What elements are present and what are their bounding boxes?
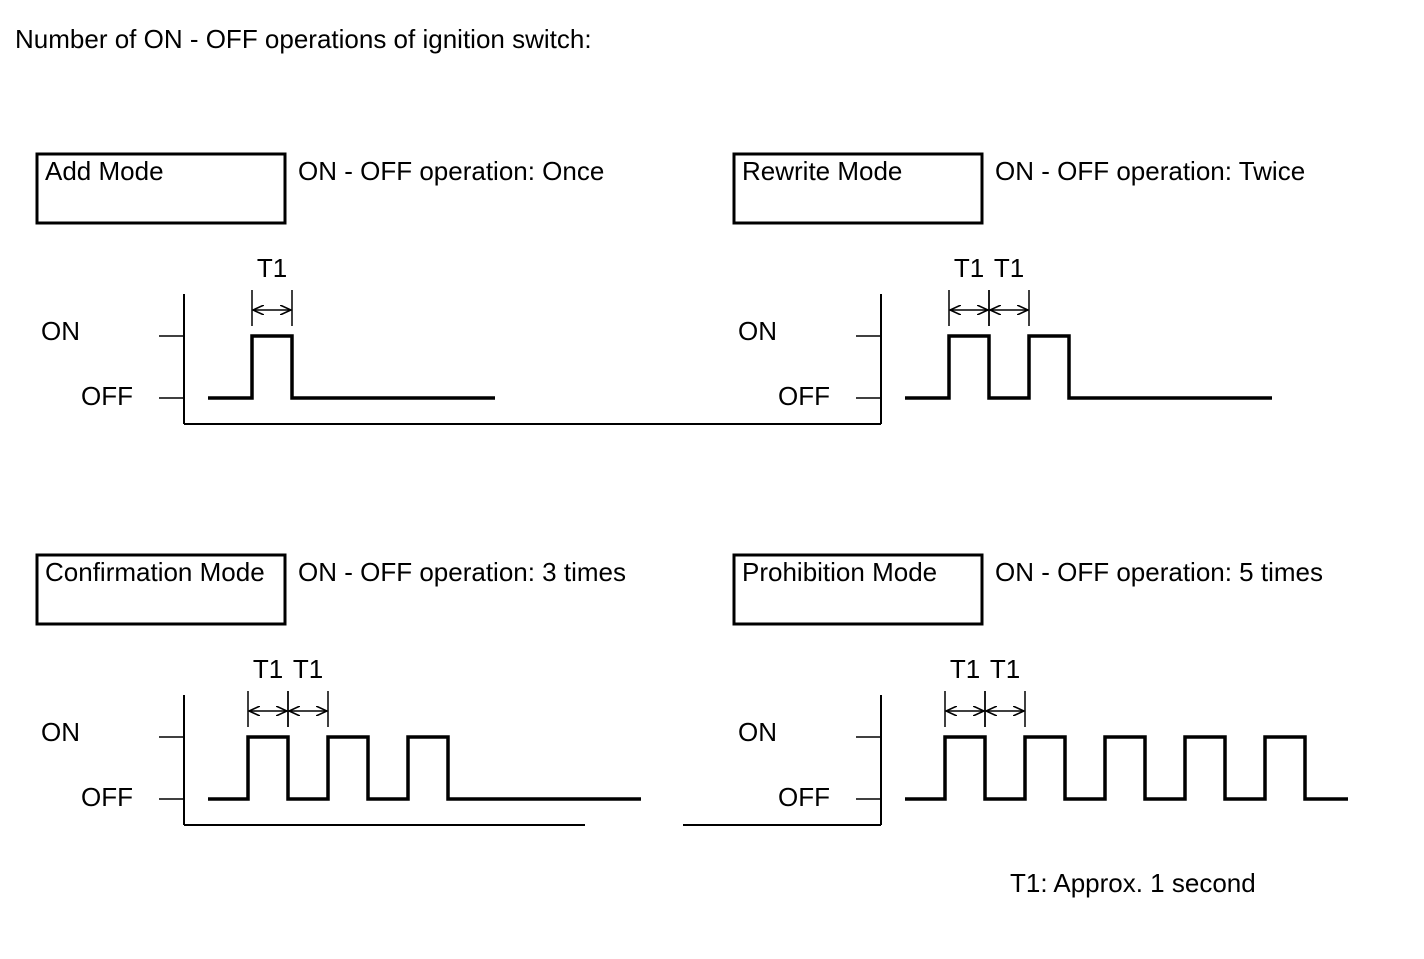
rewrite-mode-label: Rewrite Mode (742, 156, 902, 186)
on-label: ON (738, 717, 777, 747)
add-mode-label: Add Mode (45, 156, 164, 186)
on-label: ON (41, 717, 80, 747)
t1-label: T1 (257, 253, 287, 283)
add-mode-box (35, 152, 287, 225)
signal-waveform (208, 735, 641, 801)
signal-waveform (208, 334, 495, 400)
t1-label: T1 (954, 253, 984, 283)
rewrite-mode-box (732, 152, 984, 225)
confirmation-mode-box (35, 553, 287, 626)
confirmation-mode-panel: Confirmation Mode ON - OFF operation: 3 t… (35, 553, 641, 826)
t1-label: T1 (994, 253, 1024, 283)
prohibition-mode-label: Prohibition Mode (742, 557, 937, 587)
t1-label: T1 (253, 654, 283, 684)
t1-label: T1 (990, 654, 1020, 684)
on-label: ON (738, 316, 777, 346)
add-mode-operation: ON - OFF operation: Once (298, 156, 604, 186)
signal-waveform (905, 334, 1272, 400)
off-label: OFF (778, 782, 830, 812)
t1-note: T1: Approx. 1 second (1010, 868, 1256, 898)
t1-label: T1 (950, 654, 980, 684)
prohibition-mode-panel: Prohibition Mode ON - OFF operation: 5 ti… (683, 553, 1348, 826)
t1-label: T1 (293, 654, 323, 684)
confirmation-mode-label: Confirmation Mode (45, 557, 265, 587)
confirmation-mode-operation: ON - OFF operation: 3 times (298, 557, 626, 587)
prohibition-mode-box (732, 553, 984, 626)
off-label: OFF (81, 782, 133, 812)
signal-waveform (905, 735, 1348, 801)
prohibition-mode-operation: ON - OFF operation: 5 times (995, 557, 1323, 587)
diagram-title: Number of ON - OFF operations of ignitio… (15, 24, 592, 54)
rewrite-mode-operation: ON - OFF operation: Twice (995, 156, 1305, 186)
off-label: OFF (81, 381, 133, 411)
on-label: ON (41, 316, 80, 346)
off-label: OFF (778, 381, 830, 411)
